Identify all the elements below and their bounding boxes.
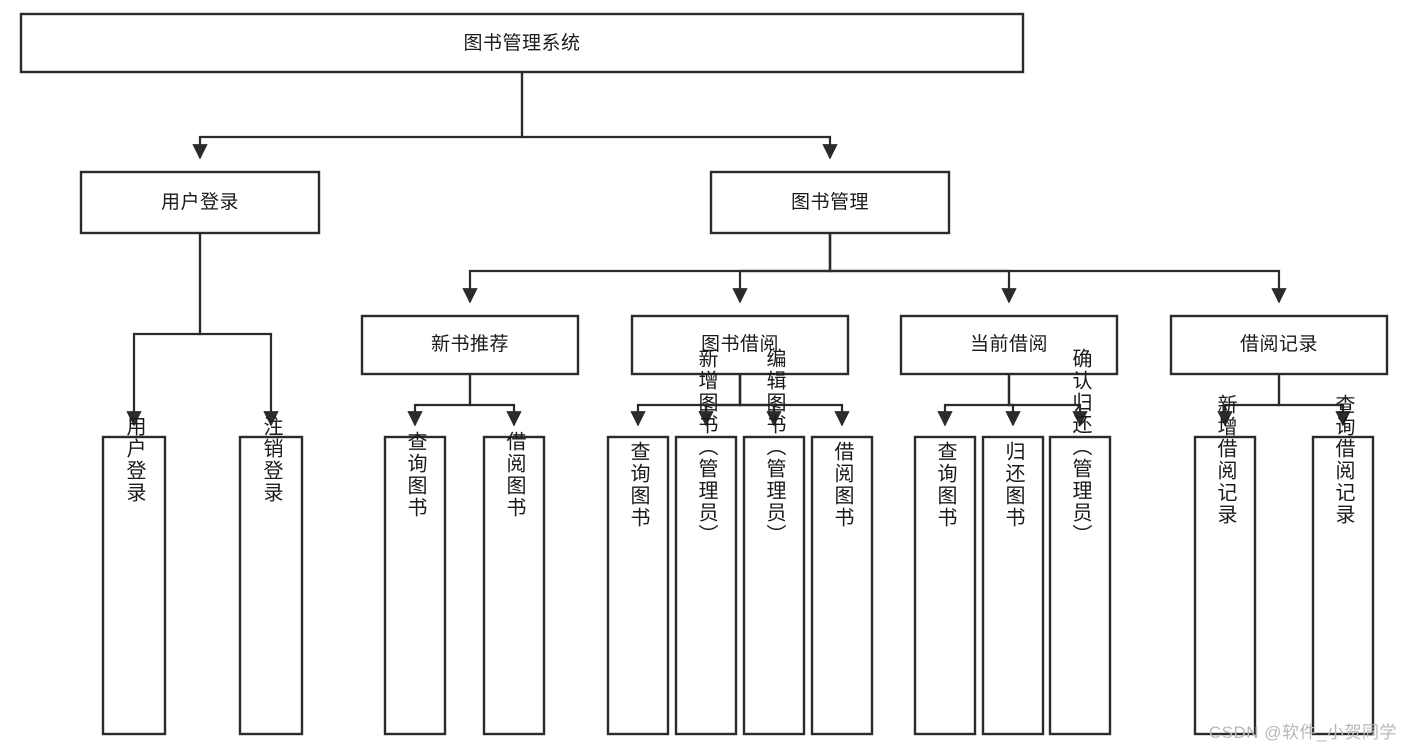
connector-recommend-to-leaves [407, 374, 522, 427]
leaf-book-borrow-2[interactable]: 编辑图书（管理员） [742, 348, 806, 736]
node-book-management-label: 图书管理 [791, 191, 869, 213]
leaf-new-book-recommend-1[interactable]: 借阅图书 [482, 431, 546, 736]
leaf-box[interactable] [913, 435, 977, 736]
leaf-label: 归还图书 [1002, 441, 1025, 529]
leaf-box[interactable] [981, 435, 1045, 736]
node-borrow-record[interactable]: 借阅记录 [1169, 314, 1389, 376]
leaf-book-borrow-3[interactable]: 借阅图书 [810, 435, 874, 736]
leaf-box[interactable] [482, 435, 546, 736]
leaf-label: 新增借阅记录 [1214, 394, 1237, 526]
leaf-label: 借阅图书 [503, 431, 526, 519]
node-root-box[interactable] [19, 12, 1025, 74]
node-current-borrow-label: 当前借阅 [970, 333, 1048, 355]
connector-borrow-to-leaves [630, 374, 850, 427]
node-root[interactable]: 图书管理系统 [19, 12, 1025, 74]
connector-bookmgmt-to-level3 [462, 233, 1287, 304]
leaf-box[interactable] [674, 435, 738, 736]
node-borrow-record-label: 借阅记录 [1240, 333, 1318, 355]
leaf-user-login-0[interactable]: 用户登录 [101, 416, 167, 736]
node-current-borrow[interactable]: 当前借阅 [899, 314, 1119, 376]
node-book-management-box[interactable] [709, 170, 951, 235]
leaf-user-login-1[interactable]: 注销登录 [238, 416, 304, 736]
connector-userlogin-to-leaves [126, 233, 279, 427]
leaf-current-borrow-0[interactable]: 查询图书 [913, 435, 977, 736]
node-borrow-record-box[interactable] [1169, 314, 1389, 376]
node-book-borrow-box[interactable] [630, 314, 850, 376]
leaf-box[interactable] [101, 435, 167, 736]
watermark: CSDN @软件_小贺同学 [1208, 723, 1397, 742]
node-book-management[interactable]: 图书管理 [709, 170, 951, 235]
node-new-book-recommend-label: 新书推荐 [431, 333, 509, 355]
leaf-book-borrow-0[interactable]: 查询图书 [606, 435, 670, 736]
node-new-book-recommend[interactable]: 新书推荐 [360, 314, 580, 376]
leaf-label: 查询图书 [934, 441, 957, 529]
connector-root-to-level2 [192, 72, 838, 160]
leaf-label: 编辑图书（管理员） [763, 348, 786, 546]
leaf-label: 查询图书 [627, 441, 650, 529]
node-book-borrow-label: 图书借阅 [701, 333, 779, 355]
leaf-label: 借阅图书 [831, 441, 854, 529]
node-user-login-box[interactable] [79, 170, 321, 235]
leaf-box[interactable] [1193, 435, 1257, 736]
leaf-label: 查询借阅记录 [1332, 394, 1355, 526]
leaf-label: 新增图书（管理员） [695, 348, 718, 546]
leaf-box[interactable] [606, 435, 670, 736]
leaf-borrow-record-1[interactable]: 查询借阅记录 [1311, 394, 1375, 736]
connector-current-to-leaves [937, 374, 1088, 427]
node-book-borrow[interactable]: 图书借阅 [630, 314, 850, 376]
leaf-box[interactable] [1048, 435, 1112, 736]
leaf-box[interactable] [742, 435, 806, 736]
leaf-label: 用户登录 [123, 416, 146, 504]
connector-record-to-leaves [1217, 374, 1351, 427]
leaf-label: 注销登录 [260, 416, 283, 504]
node-new-book-recommend-box[interactable] [360, 314, 580, 376]
leaf-label: 确认归还（管理员） [1069, 348, 1092, 546]
leaf-box[interactable] [383, 435, 447, 736]
leaf-borrow-record-0[interactable]: 新增借阅记录 [1193, 394, 1257, 736]
leaf-current-borrow-1[interactable]: 归还图书 [981, 435, 1045, 736]
leaf-book-borrow-1[interactable]: 新增图书（管理员） [674, 348, 738, 736]
node-user-login-label: 用户登录 [161, 191, 239, 213]
leaf-box[interactable] [810, 435, 874, 736]
leaf-box[interactable] [238, 435, 304, 736]
leaf-box[interactable] [1311, 435, 1375, 736]
node-user-login[interactable]: 用户登录 [79, 170, 321, 235]
node-current-borrow-box[interactable] [899, 314, 1119, 376]
node-root-label: 图书管理系统 [463, 32, 580, 54]
leaf-label: 查询图书 [404, 431, 427, 519]
leaf-new-book-recommend-0[interactable]: 查询图书 [383, 431, 447, 736]
leaf-current-borrow-2[interactable]: 确认归还（管理员） [1048, 348, 1112, 736]
